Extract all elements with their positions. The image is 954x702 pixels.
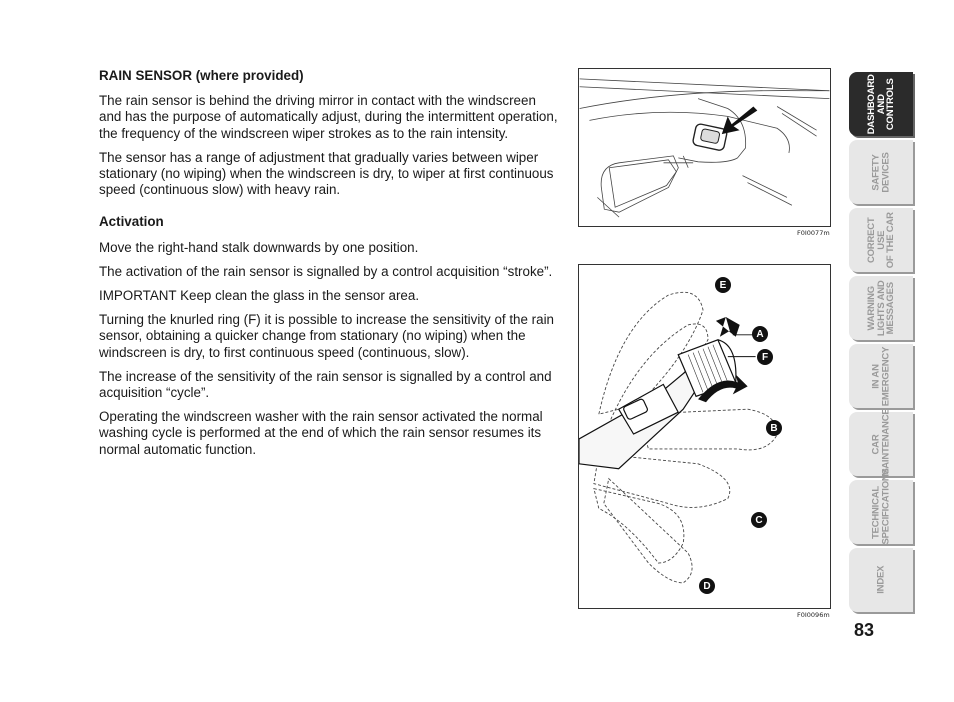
tab-correct-use[interactable]: CORRECT USE OF THE CAR	[849, 208, 913, 272]
page-number: 83	[854, 620, 875, 640]
tab-safety-devices[interactable]: SAFETY DEVICES	[849, 140, 913, 204]
rain-sensor-illustration	[579, 78, 830, 218]
main-text-column: RAIN SENSOR (where provided) The rain se…	[99, 68, 561, 466]
tab-technical-specifications[interactable]: TECHNICAL SPECIFICATIONS	[849, 467, 913, 544]
activation-heading: Activation	[99, 214, 164, 230]
tab-car-maintenance[interactable]: CAR MAINTENANCE	[849, 408, 913, 476]
section-title: RAIN SENSOR (where provided)	[99, 68, 304, 83]
callout-e: E	[715, 277, 731, 293]
intro-paragraph-2: The sensor has a range of adjustment tha…	[99, 149, 554, 198]
wiper-stalk-figure: E A F B C D	[578, 264, 831, 609]
activation-paragraph-6: Operating the windscreen washer with the…	[99, 409, 543, 457]
activation-paragraph-1: Move the right-hand stalk downwards by o…	[99, 239, 419, 255]
tab-label: TECHNICAL SPECIFICATIONS	[870, 467, 892, 544]
figure-1-code: F0I0077m	[797, 229, 830, 237]
activation-paragraph-3: IMPORTANT Keep clean the glass in the se…	[99, 288, 420, 304]
tab-dashboard-and-controls[interactable]: DASHBOARD AND CONTROLS	[849, 72, 913, 136]
intro-paragraph-1: The rain sensor is behind the driving mi…	[99, 93, 558, 141]
tab-warning-lights[interactable]: WARNING LIGHTS AND MESSAGES	[849, 276, 913, 340]
tab-label: CORRECT USE OF THE CAR	[865, 211, 896, 269]
callout-b: B	[766, 420, 782, 436]
figure-2-code: F0I0096m	[797, 611, 830, 619]
tab-label: IN AN EMERGENCY	[870, 346, 892, 406]
callout-d: D	[699, 578, 715, 594]
callout-a: A	[752, 326, 768, 342]
wiper-stalk-illustration	[579, 291, 778, 584]
activation-paragraph-2: The activation of the rain sensor is sig…	[99, 263, 553, 279]
callout-c: C	[751, 512, 767, 528]
tab-index[interactable]: INDEX	[849, 548, 913, 612]
tab-label: SAFETY DEVICES	[870, 151, 892, 193]
rain-sensor-figure	[578, 68, 831, 227]
activation-paragraph-5: The increase of the sensitivity of the r…	[99, 368, 552, 401]
callout-f: F	[757, 349, 773, 365]
tab-label: CAR MAINTENANCE	[870, 408, 892, 476]
tab-in-an-emergency[interactable]: IN AN EMERGENCY	[849, 344, 913, 408]
tab-label: INDEX	[875, 565, 887, 595]
tab-label: WARNING LIGHTS AND MESSAGES	[865, 280, 896, 336]
tab-label: DASHBOARD AND CONTROLS	[865, 74, 896, 134]
activation-paragraph-4: Turning the knurled ring (F) it is possi…	[99, 312, 554, 360]
